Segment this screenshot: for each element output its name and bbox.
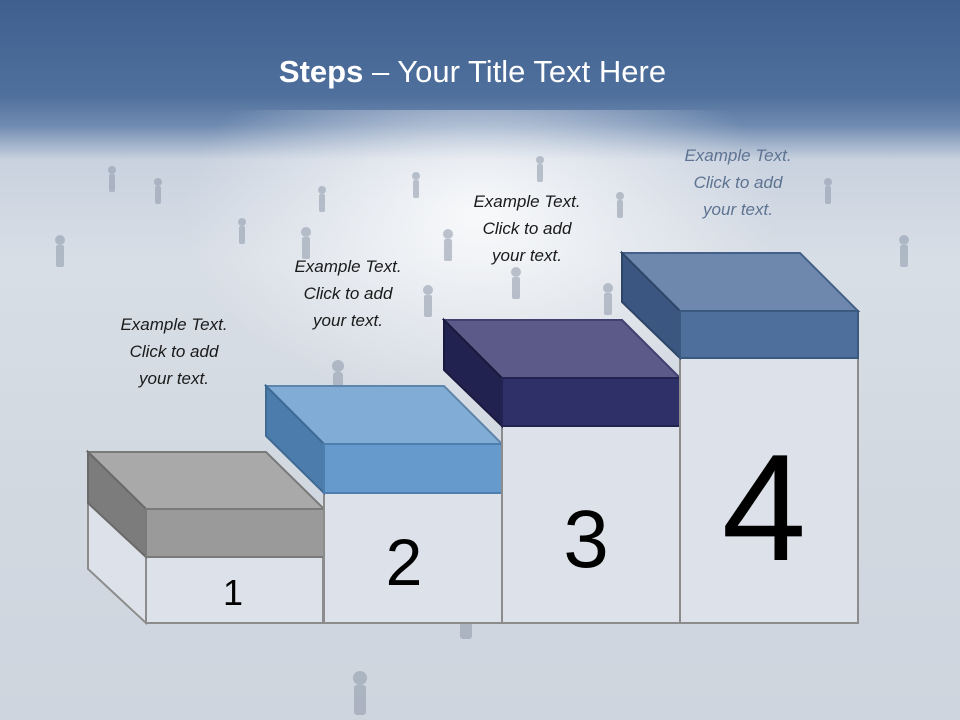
step-1-base-front [145,556,324,624]
caption-line: Click to add [129,342,219,361]
person-silhouette [603,283,613,315]
step-1-number: 1 [223,572,243,613]
caption-line: Example Text. [473,192,581,211]
step-1-lid-front [145,508,325,558]
step-3-lid-front [501,377,681,427]
person-silhouette [154,178,162,204]
slide-title[interactable]: Steps – Your Title Text Here [0,54,945,90]
step-4-lid-front [679,310,859,359]
step-1-caption[interactable]: Example Text. Click to add your text. [89,311,259,392]
person-silhouette [899,235,909,267]
person-silhouette [412,172,420,198]
step-2-number: 2 [386,525,423,599]
step-4-caption[interactable]: Example Text. Click to add your text. [653,142,823,223]
step-4-number: 4 [722,423,807,593]
caption-line: Example Text. [120,315,228,334]
step-2-lid-front [323,443,503,494]
person-silhouette [511,267,521,299]
person-silhouette [423,285,433,317]
caption-line: your text. [703,200,773,219]
caption-line: your text. [492,246,562,265]
step-3-block[interactable]: 3 [441,317,683,624]
caption-line: your text. [139,369,209,388]
step-2-block[interactable]: 2 [263,383,505,624]
person-silhouette [238,218,246,244]
caption-line: your text. [313,311,383,330]
title-rest: – Your Title Text Here [363,54,667,89]
person-silhouette [301,227,311,259]
person-silhouette [536,156,544,182]
step-1-block[interactable]: 1 [85,449,327,626]
person-silhouette [353,671,367,715]
person-silhouette [443,229,453,261]
person-silhouette [616,192,624,218]
caption-line: Click to add [693,173,783,192]
caption-line: Example Text. [684,146,792,165]
caption-line: Click to add [482,219,572,238]
step-3-base-front [501,425,681,624]
title-bold: Steps [278,54,364,89]
step-3-caption[interactable]: Example Text. Click to add your text. [442,188,612,269]
step-2-caption[interactable]: Example Text. Click to add your text. [263,253,433,334]
step-3-number: 3 [563,494,609,585]
step-4-block[interactable]: 4 [619,250,861,624]
person-silhouette [55,235,65,267]
person-silhouette [824,178,832,204]
person-silhouette [108,166,116,192]
caption-line: Example Text. [294,257,402,276]
person-silhouette [318,186,326,212]
step-2-base-front [323,492,503,624]
caption-line: Click to add [303,284,393,303]
